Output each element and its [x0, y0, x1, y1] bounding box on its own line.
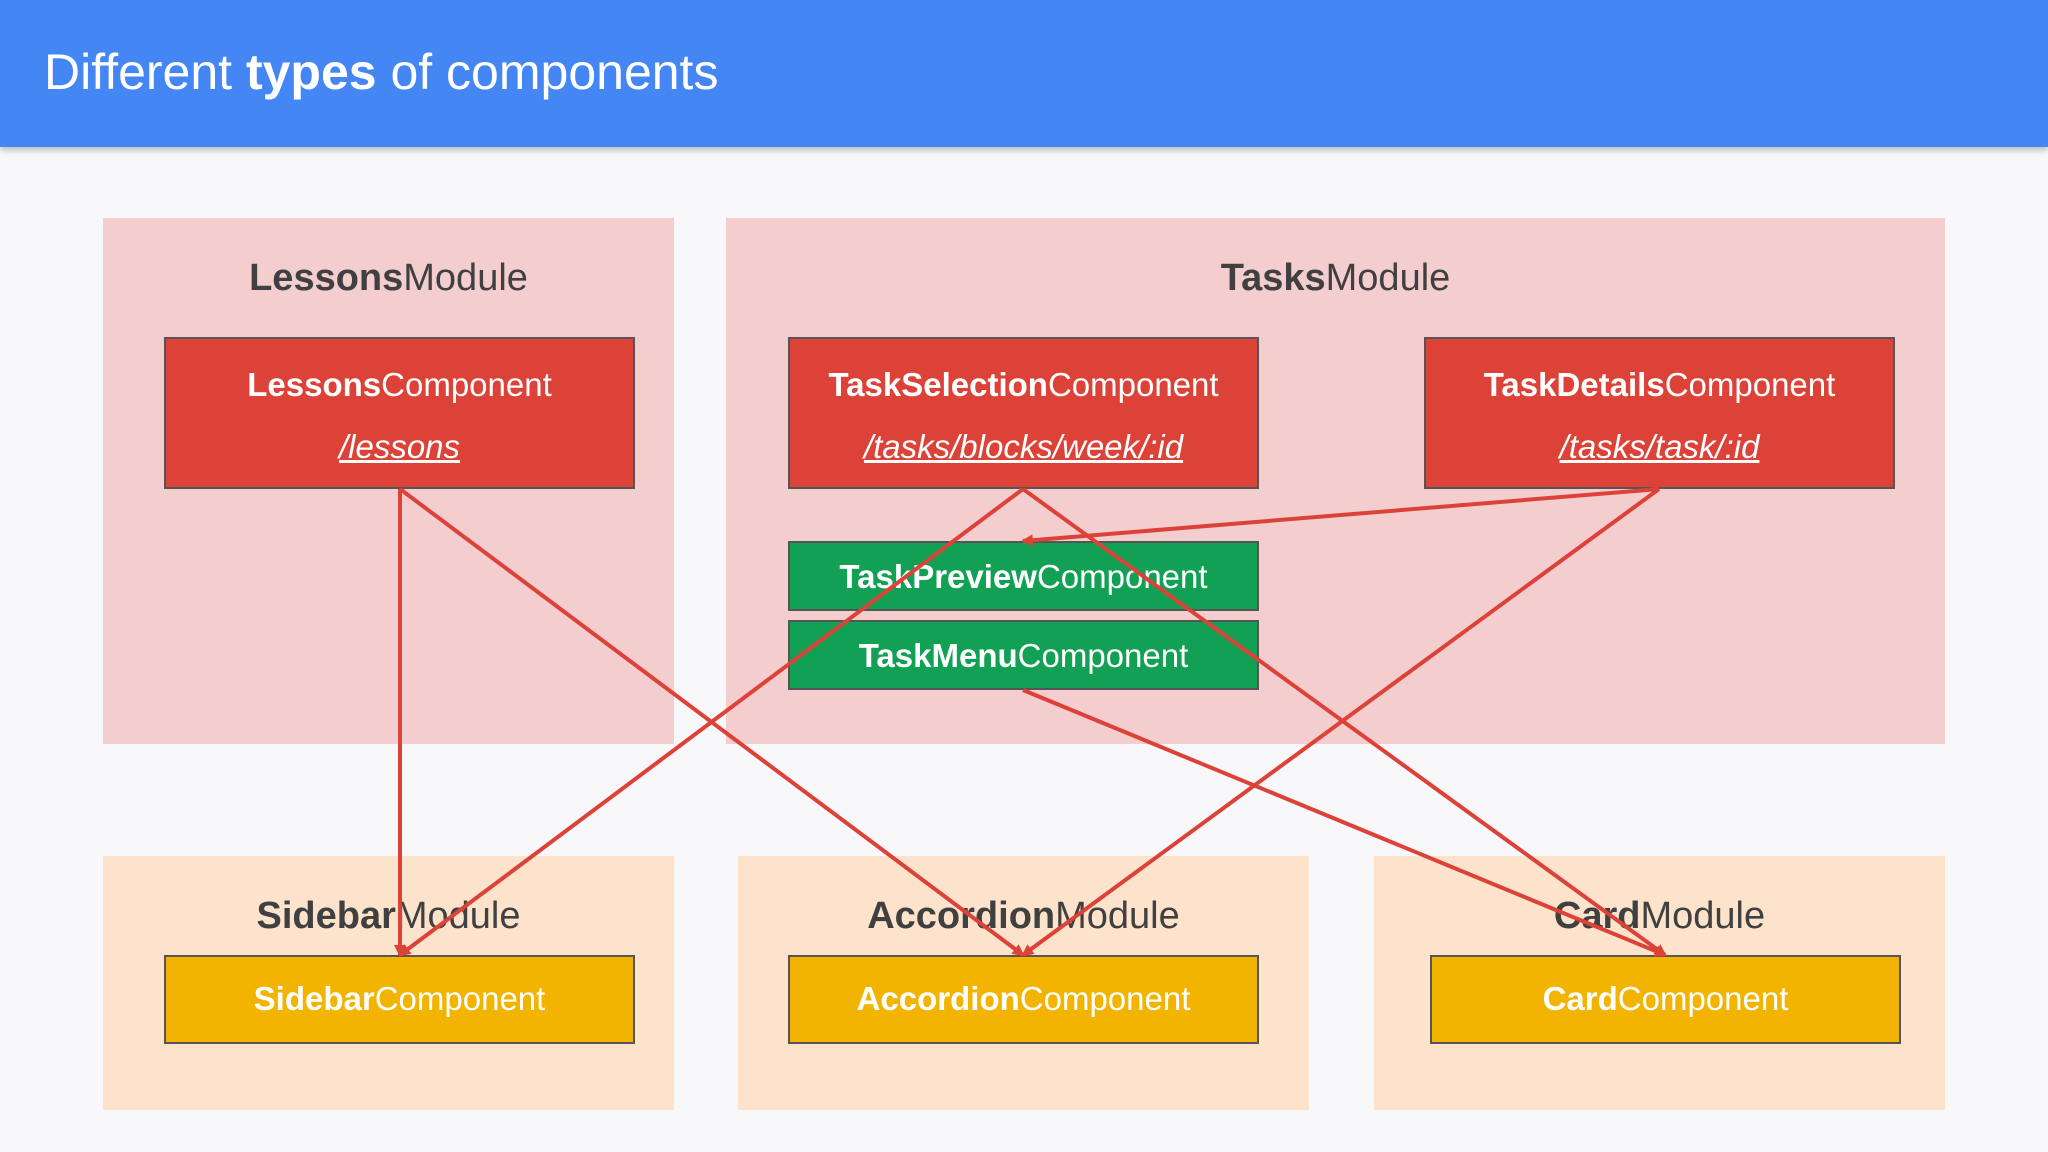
accordion-module-title-rest: Module: [1055, 895, 1180, 937]
card-component-name: CardComponent: [1432, 979, 1899, 1019]
task-menu-component-name-rest: Component: [1017, 637, 1189, 674]
task-selection-component[interactable]: TaskSelectionComponent /tasks/blocks/wee…: [788, 337, 1259, 489]
sidebar-component[interactable]: SidebarComponent: [164, 955, 635, 1044]
sidebar-component-name: SidebarComponent: [166, 979, 633, 1019]
sidebar-module-title: SidebarModule: [103, 894, 674, 938]
lessons-component-name-rest: Component: [381, 366, 552, 403]
page-title: Different types of components: [44, 42, 718, 102]
task-selection-component-name-rest: Component: [1047, 366, 1219, 403]
task-menu-component[interactable]: TaskMenuComponent: [788, 620, 1259, 690]
card-component-name-bold: Card: [1542, 980, 1618, 1017]
task-preview-component-name-rest: Component: [1036, 558, 1208, 595]
accordion-component-name: AccordionComponent: [790, 979, 1257, 1019]
task-details-component[interactable]: TaskDetailsComponent /tasks/task/:id: [1424, 337, 1895, 489]
title-prefix: Different: [44, 44, 246, 100]
lessons-component[interactable]: LessonsComponent /lessons: [164, 337, 635, 489]
tasks-module-title: TasksModule: [726, 256, 1945, 300]
accordion-component[interactable]: AccordionComponent: [788, 955, 1259, 1044]
accordion-component-name-rest: Component: [1019, 980, 1191, 1017]
lessons-module-title: LessonsModule: [103, 256, 674, 300]
card-module-title-bold: Card: [1553, 895, 1641, 937]
task-menu-component-name: TaskMenuComponent: [790, 636, 1257, 676]
lessons-module-title-rest: Module: [403, 257, 528, 299]
lessons-component-name-bold: Lessons: [247, 366, 382, 403]
tasks-module-title-bold: Tasks: [1220, 257, 1326, 299]
card-module-title: CardModule: [1374, 894, 1945, 938]
title-suffix: of components: [376, 44, 719, 100]
task-details-route-link[interactable]: /tasks/task/:id: [1559, 428, 1760, 465]
card-component[interactable]: CardComponent: [1430, 955, 1901, 1044]
sidebar-component-name-rest: Component: [374, 980, 546, 1017]
task-preview-component-name-bold: TaskPreview: [839, 558, 1037, 595]
card-module-title-rest: Module: [1640, 895, 1766, 937]
task-preview-component[interactable]: TaskPreviewComponent: [788, 541, 1259, 611]
accordion-module-title-bold: Accordion: [867, 895, 1056, 937]
sidebar-module-title-bold: Sidebar: [256, 895, 396, 937]
task-details-component-name: TaskDetailsComponent: [1426, 365, 1893, 405]
task-details-component-name-rest: Component: [1664, 366, 1836, 403]
task-preview-component-name: TaskPreviewComponent: [790, 557, 1257, 597]
lessons-component-name: LessonsComponent: [166, 365, 633, 405]
task-selection-route-link[interactable]: /tasks/blocks/week/:id: [863, 428, 1184, 465]
card-component-name-rest: Component: [1617, 980, 1789, 1017]
accordion-component-name-bold: Accordion: [856, 980, 1020, 1017]
title-bar: Different types of components: [0, 0, 2048, 147]
lessons-route-link[interactable]: /lessons: [338, 428, 461, 465]
task-menu-component-name-bold: TaskMenu: [858, 637, 1018, 674]
lessons-module-title-bold: Lessons: [249, 257, 404, 299]
task-selection-component-name: TaskSelectionComponent: [790, 365, 1257, 405]
tasks-module-title-rest: Module: [1325, 257, 1451, 299]
accordion-module-title: AccordionModule: [738, 894, 1309, 938]
sidebar-module-title-rest: Module: [395, 895, 521, 937]
title-bold: types: [245, 44, 377, 100]
sidebar-component-name-bold: Sidebar: [253, 980, 375, 1017]
task-details-component-name-bold: TaskDetails: [1483, 366, 1665, 403]
task-selection-component-name-bold: TaskSelection: [828, 366, 1048, 403]
